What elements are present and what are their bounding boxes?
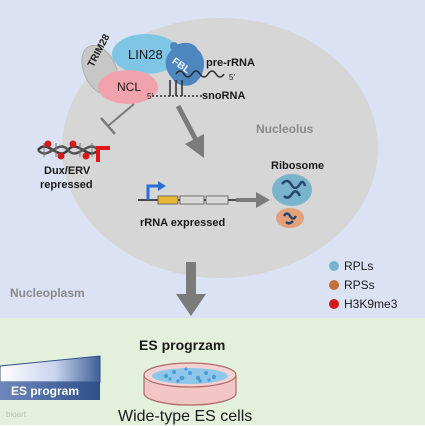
lin28-protein [112,34,180,74]
nucleoplasm-label: Nucleoplasm [10,286,85,300]
snorna-label: snoRNA [202,90,246,102]
h3k9me3-mark [57,152,65,160]
es-program-gradient [0,355,101,400]
legend-label-rpls: RPLs [344,259,374,273]
h3k9me3-mark [82,152,90,160]
ncl-protein [98,70,158,104]
activation-arrow [175,104,204,158]
h3k9me3-mark [69,140,77,148]
repressed-label: repressed [40,179,93,191]
es-program-bar-label: ES program [11,384,80,398]
watermark: bioart [6,410,27,419]
five-prime-bottom-label: 5' [147,92,153,101]
pre-rrna-strand [175,70,225,78]
lin28-label: LIN28 [128,47,163,62]
ribosome-large-subunit [272,174,312,206]
snorna-strand [152,80,205,97]
legend-dot-rpls [329,261,339,271]
rrna-expressed-label: rRNA expressed [140,217,226,229]
five-prime-top-label: 5' [229,73,235,82]
fbl-protein [165,42,204,86]
rdna-gene [138,195,250,205]
repressed-promoter-mark [96,146,110,162]
es-program-title: ES progrzam [139,337,226,353]
ribosome-arrow [236,192,270,208]
dux-erv-chromatin [37,143,99,157]
ribosome-small-subunit [276,208,304,228]
legend-dot-rpss [329,280,339,290]
promoter-arrow-icon [146,181,166,200]
dux-erv-label: Dux/ERV [44,165,91,177]
ncl-label: NCL [117,80,142,94]
legend-label-rpss: RPSs [344,278,375,292]
inhibition-arrow [100,103,135,135]
ribosome-label: Ribosome [271,160,325,172]
pre-rrna-label: pre-rRNA [206,57,255,69]
legend-label-h3k9me3: H3K9me3 [344,297,398,311]
h3k9me3-mark [44,140,52,148]
down-arrow [176,262,206,316]
petri-dish [143,362,237,406]
nucleolus-label: Nucleolus [256,122,314,136]
legend-dot-h3k9me3 [329,299,339,309]
wide-type-es-cells-label: Wide-type ES cells [118,408,253,425]
